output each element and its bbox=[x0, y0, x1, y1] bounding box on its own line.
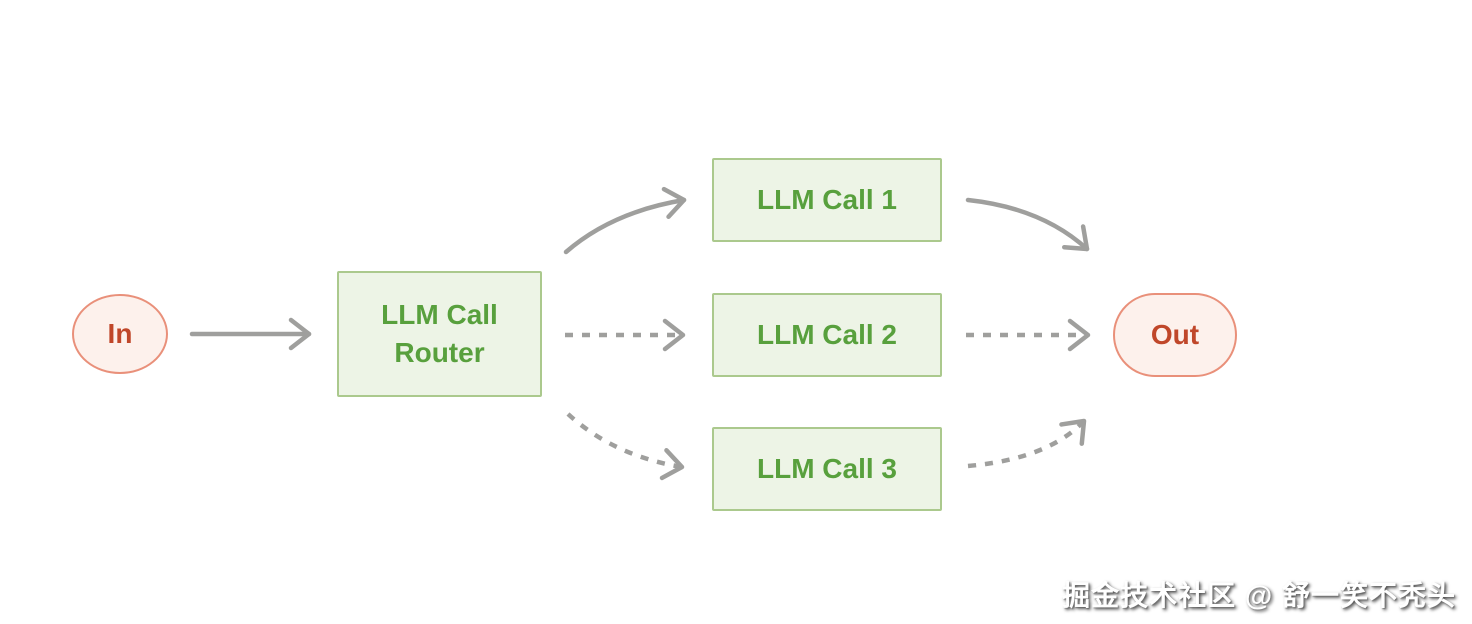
watermark-text: 掘金技术社区 @ 舒一笑不秃头 bbox=[1062, 580, 1456, 611]
edge-call1-to-out bbox=[965, 197, 1090, 252]
node-llm-call-3: LLM Call 3 bbox=[712, 427, 942, 511]
edge-router-to-call1 bbox=[563, 186, 687, 255]
node-llm-call-router-label: LLM Call Router bbox=[381, 299, 498, 368]
node-llm-call-2: LLM Call 2 bbox=[712, 293, 942, 377]
node-in: In bbox=[72, 294, 168, 374]
node-llm-call-1-label: LLM Call 1 bbox=[756, 184, 897, 215]
edge-call3-to-out bbox=[967, 418, 1087, 469]
node-out-label: Out bbox=[1150, 319, 1200, 350]
node-in-label: In bbox=[107, 318, 133, 349]
node-llm-call-1: LLM Call 1 bbox=[712, 158, 942, 242]
edge-router-to-call3 bbox=[566, 412, 685, 481]
node-out: Out bbox=[1113, 293, 1237, 377]
node-llm-call-router: LLM Call Router bbox=[337, 271, 542, 397]
node-llm-call-2-label: LLM Call 2 bbox=[756, 319, 897, 350]
node-llm-call-3-label: LLM Call 3 bbox=[756, 453, 897, 484]
